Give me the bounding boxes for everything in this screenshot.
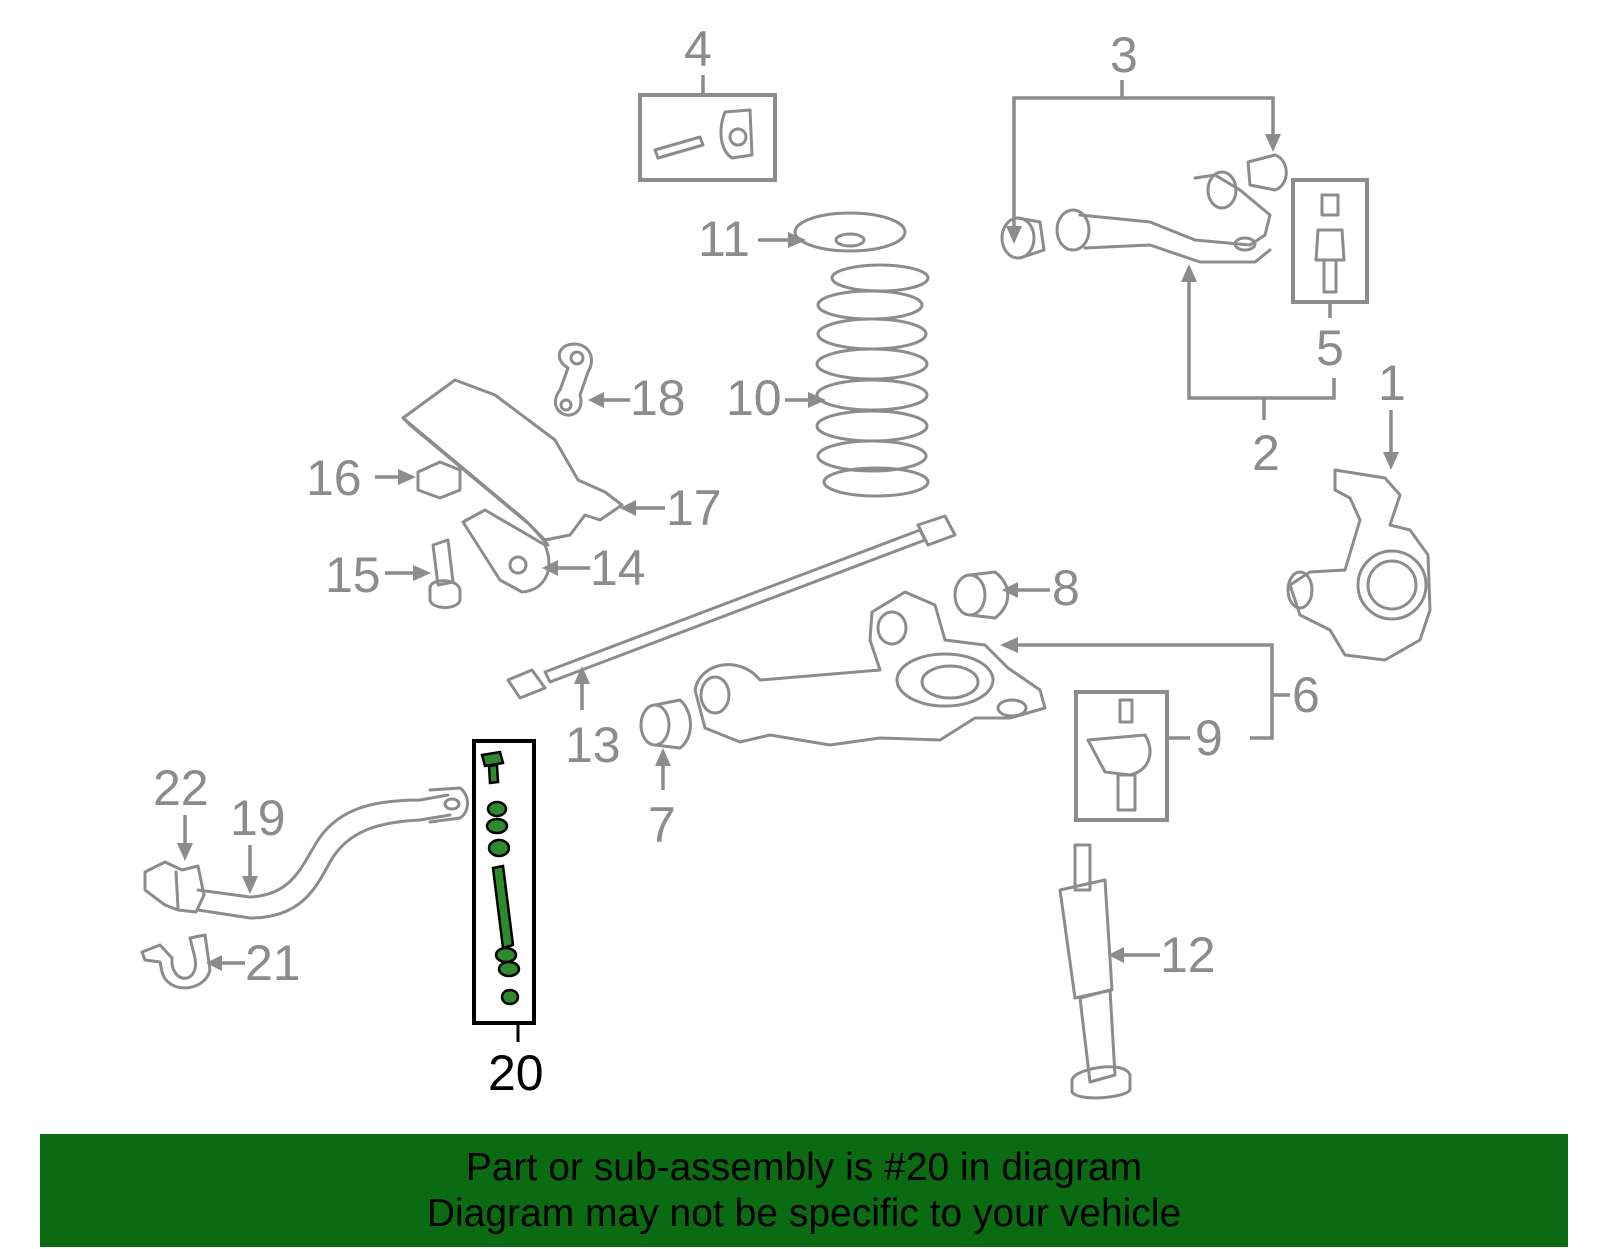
callout-19: 19 [230,790,286,846]
part-13-strut-rod[interactable] [506,514,957,710]
link-sleeve [491,864,515,950]
part-20-stabilizer-link-kit[interactable] [472,739,536,1042]
part-14-cam-plate[interactable] [461,508,590,594]
link-washer-upper [485,817,509,835]
part-11-spring-insulator[interactable] [758,211,907,253]
part-15-bolt[interactable] [385,538,462,609]
callout-16: 16 [306,450,362,506]
callout-5: 5 [1316,320,1344,376]
part-17-shield[interactable] [401,378,665,547]
banner-line-2: Diagram may not be specific to your vehi… [426,1191,1182,1235]
info-banner: Part or sub-assembly is #20 in diagram D… [40,1134,1568,1247]
callout-17: 17 [666,480,722,536]
part-22-stabilizer-bushing[interactable] [143,815,206,914]
callout-9: 9 [1195,710,1223,766]
link-bushing-upper [487,838,511,858]
part-16-bumper[interactable] [375,460,462,500]
callout-2: 2 [1252,425,1280,481]
part-9-lower-ball-joint[interactable] [1074,690,1190,822]
part-10-coil-spring[interactable] [785,263,930,498]
link-washer-lower [497,960,521,978]
link-nut [500,988,520,1006]
part-18-bracket[interactable] [553,342,630,417]
part-2-upper-control-arm[interactable] [1055,170,1336,420]
part-12-shock-absorber[interactable] [1058,843,1160,1100]
callout-20: 20 [488,1045,544,1101]
link-bushing-lower [494,946,518,964]
part-21-clamp[interactable] [140,933,245,990]
callout-7: 7 [648,797,676,853]
callout-11: 11 [698,211,750,267]
callout-18: 18 [630,370,686,426]
callout-14: 14 [590,540,646,596]
part-5-upper-ball-joint[interactable] [1291,178,1369,318]
part-7-bushing[interactable] [639,698,692,790]
banner-line-1: Part or sub-assembly is #20 in diagram [465,1145,1143,1189]
link-bolt-head [480,750,505,768]
link-bolt-shank [487,763,500,785]
callout-21: 21 [245,935,301,991]
part-1-steering-knuckle[interactable]: 1 [1286,355,1432,662]
part-6-lower-control-arm[interactable] [693,590,1290,747]
part-19-stabilizer-bar[interactable] [196,786,469,920]
callout-12: 12 [1160,927,1216,983]
callout-3: 3 [1110,27,1138,83]
link-grommet-upper [486,800,508,818]
callout-22: 22 [153,760,209,816]
callout-15: 15 [325,547,381,603]
callout-6: 6 [1292,667,1320,723]
callout-4: 4 [684,21,712,77]
callout-10: 10 [726,370,782,426]
callout-13: 13 [565,717,621,773]
callout-1: 1 [1378,355,1406,411]
part-4-cam-kit[interactable] [638,75,777,182]
part-8-lower-bushing[interactable] [953,570,1050,620]
callout-8: 8 [1052,560,1080,616]
part-3-upper-bushings[interactable] [1000,80,1288,260]
